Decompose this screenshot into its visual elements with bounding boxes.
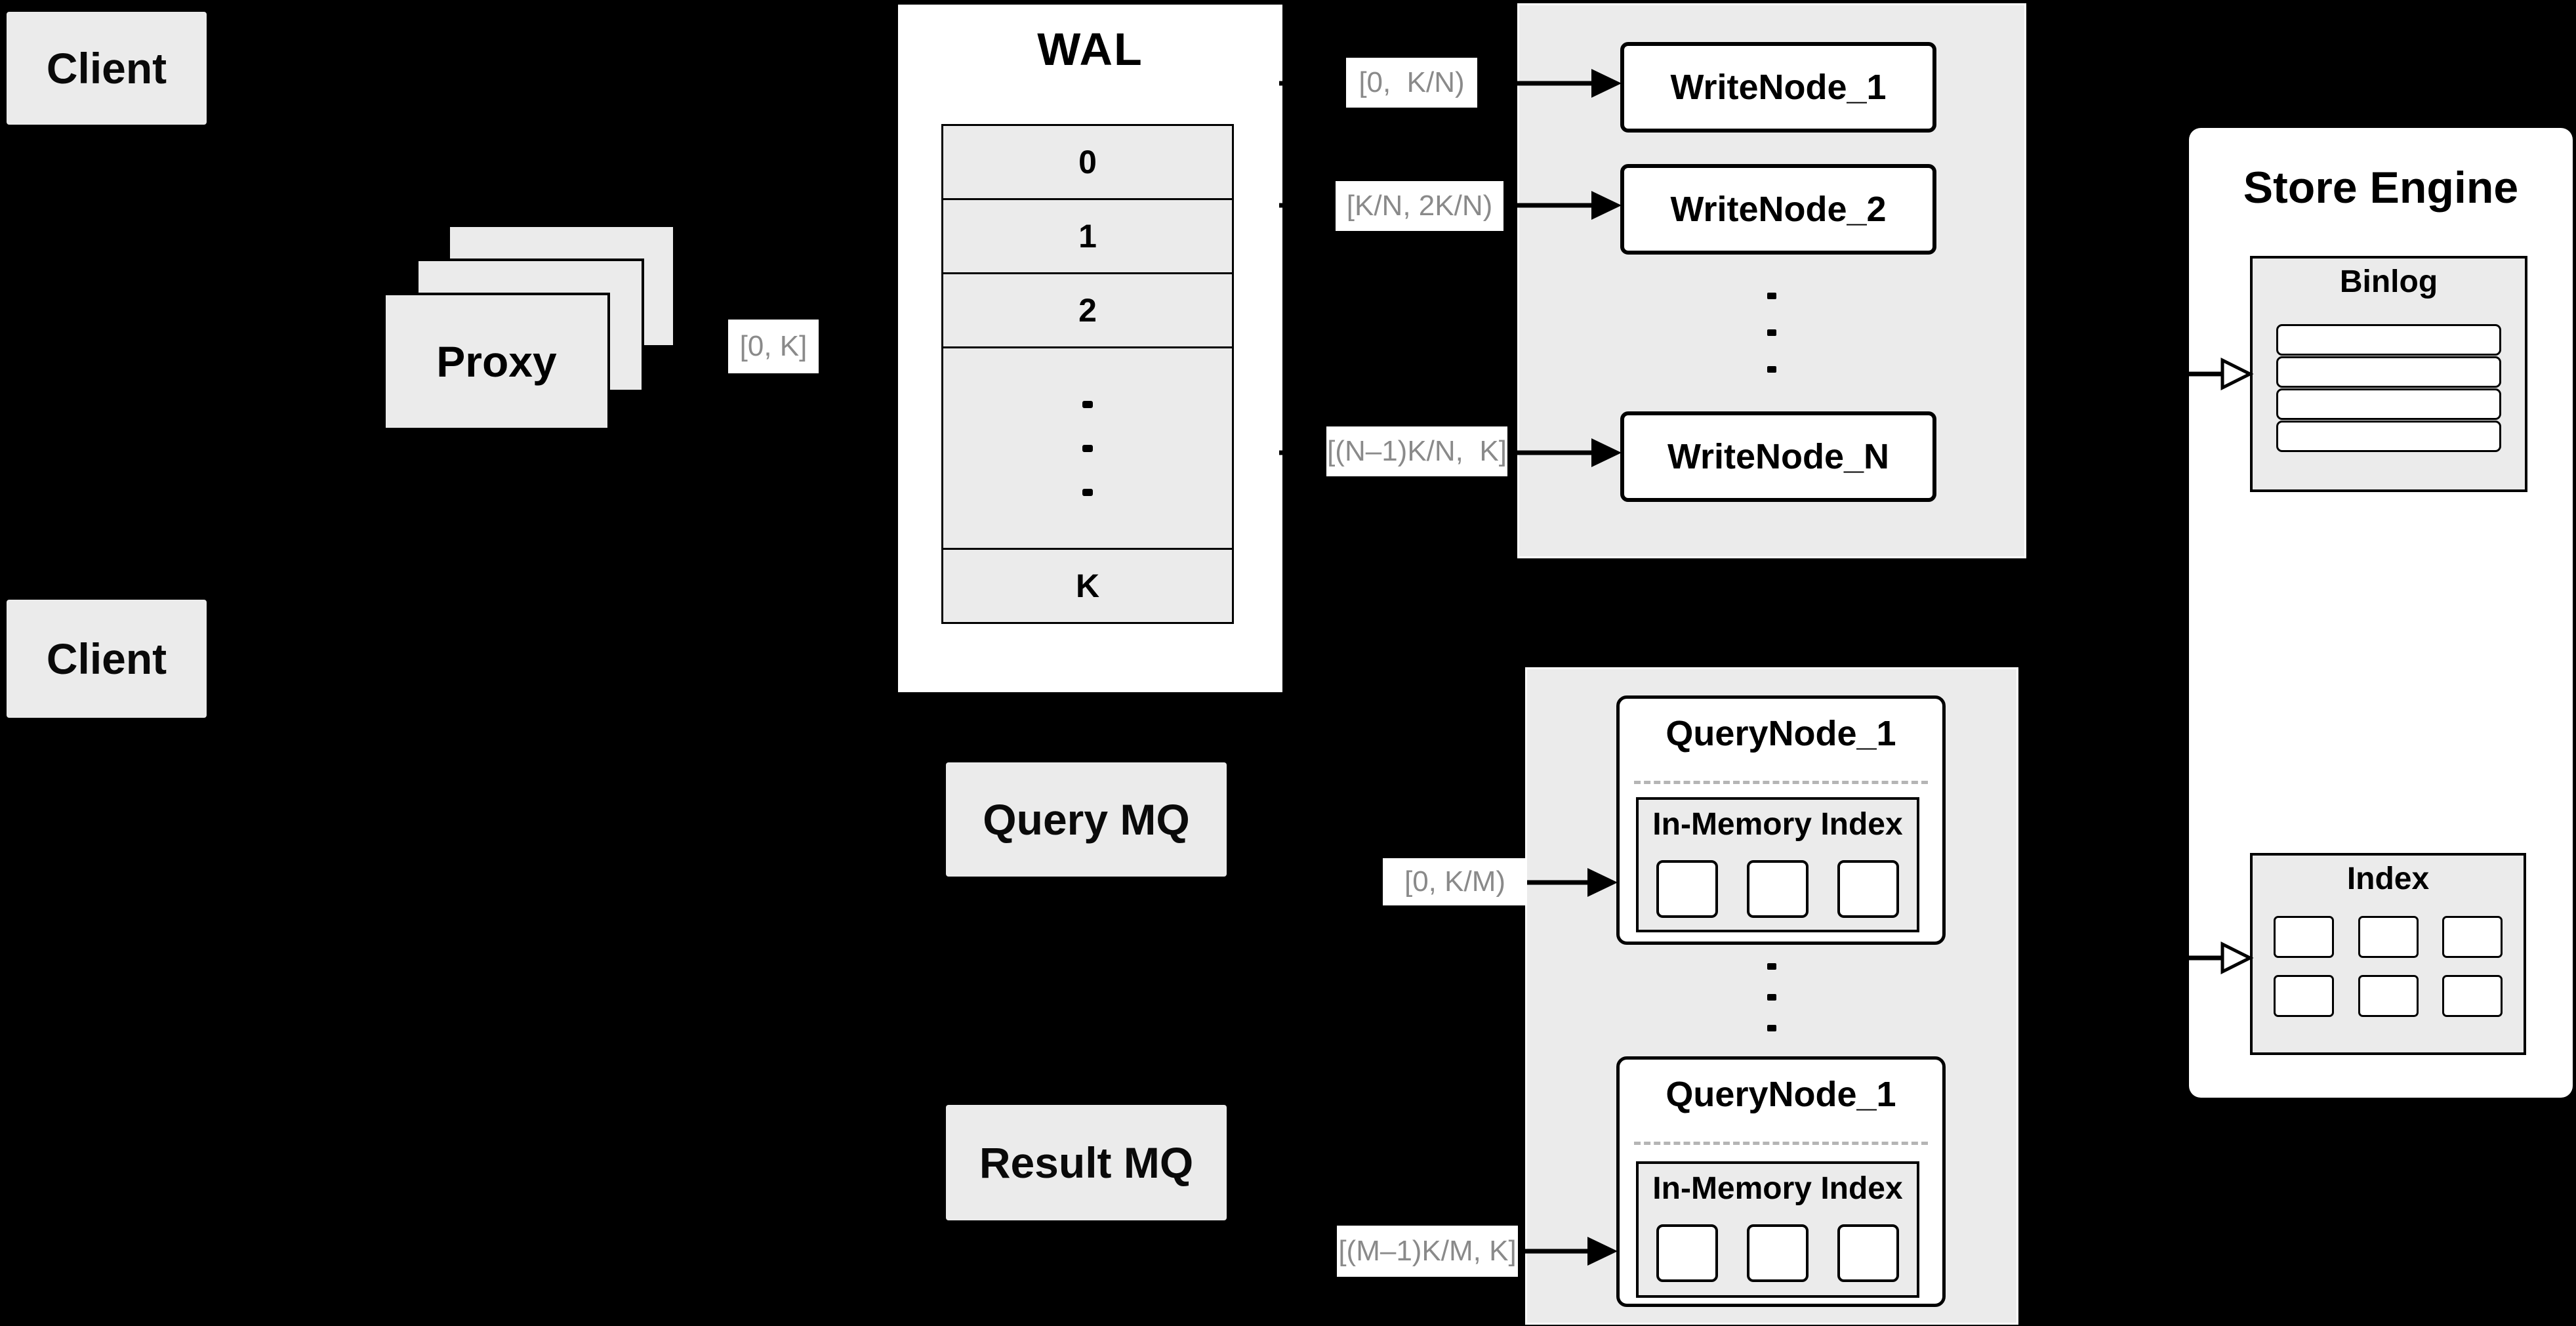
write-node-label: WriteNode_N	[1667, 437, 1890, 476]
query-node-bottom: QueryNode_1 In-Memory Index	[1616, 1056, 1946, 1307]
ellipsis-dot	[1767, 994, 1776, 1001]
index-segment	[1747, 860, 1809, 918]
wal-segment-1: 1	[941, 198, 1234, 274]
wal-ellipsis-row	[941, 346, 1234, 550]
ellipsis-dot	[1767, 366, 1776, 373]
write-node-n: WriteNode_N	[1620, 411, 1936, 502]
wal-box: WAL 0 1 2 K	[895, 2, 1285, 695]
in-memory-index-title: In-Memory Index	[1652, 807, 1903, 842]
binlog-row	[2276, 421, 2501, 452]
wal-segment-label: 1	[1078, 218, 1097, 255]
store-engine-title: Store Engine	[2243, 163, 2519, 213]
index-cell	[2442, 975, 2503, 1017]
binlog-rows	[2276, 324, 2501, 453]
in-memory-index-title: In-Memory Index	[1652, 1171, 1903, 1206]
proxy-label: Proxy	[436, 337, 557, 386]
index-cell	[2274, 916, 2334, 958]
proxy-card-front: Proxy	[383, 293, 610, 430]
in-memory-index-box: In-Memory Index	[1636, 797, 1919, 932]
wal-segment-label: K	[1075, 568, 1100, 604]
ellipsis-dot	[1082, 444, 1093, 452]
wal-segment-label: 0	[1078, 144, 1097, 180]
wal-segment-2: 2	[941, 272, 1234, 348]
result-mq-label: Result MQ	[979, 1138, 1194, 1187]
result-mq-box: Result MQ	[946, 1105, 1227, 1220]
range-label-writenode-2: [K/N, 2K/N)	[1336, 181, 1503, 231]
query-node-title: QueryNode_1	[1666, 714, 1896, 753]
index-segment	[1747, 1224, 1809, 1282]
ellipsis-dot	[1767, 329, 1776, 336]
query-node-title: QueryNode_1	[1666, 1075, 1896, 1114]
ellipsis-dot	[1767, 293, 1776, 299]
index-box: Index	[2250, 853, 2526, 1055]
ellipsis-dot	[1082, 400, 1093, 408]
query-mq-label: Query MQ	[983, 795, 1190, 844]
binlog-row	[2276, 324, 2501, 356]
range-label-writenode-1: [0, K/N)	[1346, 58, 1477, 108]
write-node-2: WriteNode_2	[1620, 164, 1936, 255]
binlog-row	[2276, 388, 2501, 420]
range-label-querynode-bottom: [(M–1)K/M, K]	[1337, 1226, 1518, 1277]
index-cell	[2358, 916, 2419, 958]
index-cell	[2274, 975, 2334, 1017]
range-label-writenode-n: [(N–1)K/N, K]	[1326, 426, 1507, 476]
index-segment	[1656, 860, 1718, 918]
index-cells	[2274, 916, 2503, 1017]
index-segments	[1639, 860, 1917, 918]
write-node-label: WriteNode_2	[1670, 190, 1887, 229]
ellipsis-dot	[1767, 963, 1776, 970]
query-node-top: QueryNode_1 In-Memory Index	[1616, 695, 1946, 945]
index-segment	[1837, 860, 1899, 918]
range-label-querynode-top: [0, K/M)	[1383, 858, 1527, 905]
index-segment	[1837, 1224, 1899, 1282]
binlog-title: Binlog	[2339, 264, 2438, 299]
index-title: Index	[2346, 861, 2430, 896]
write-node-label: WriteNode_1	[1670, 68, 1887, 107]
wal-segment-0: 0	[941, 124, 1234, 200]
query-mq-box: Query MQ	[946, 762, 1227, 877]
dashed-divider	[1634, 781, 1928, 784]
ellipsis-dot	[1082, 488, 1093, 496]
client-label: Client	[46, 44, 167, 93]
client-box-top: Client	[7, 12, 207, 125]
index-segments	[1639, 1224, 1917, 1282]
index-cell	[2442, 916, 2503, 958]
client-box-bottom: Client	[7, 600, 207, 718]
write-node-1: WriteNode_1	[1620, 42, 1936, 133]
in-memory-index-box: In-Memory Index	[1636, 1161, 1919, 1298]
range-label-proxy: [0, K]	[728, 320, 819, 373]
binlog-row	[2276, 356, 2501, 388]
store-engine-box: Store Engine Binlog Index	[2189, 128, 2573, 1098]
wal-segment-k: K	[941, 548, 1234, 624]
index-cell	[2358, 975, 2419, 1017]
wal-title: WAL	[1037, 24, 1143, 75]
binlog-box: Binlog	[2250, 256, 2527, 492]
ellipsis-dot	[1767, 1025, 1776, 1031]
index-segment	[1656, 1224, 1718, 1282]
wal-segment-label: 2	[1078, 292, 1097, 329]
client-label: Client	[46, 634, 167, 683]
dashed-divider	[1634, 1142, 1928, 1145]
